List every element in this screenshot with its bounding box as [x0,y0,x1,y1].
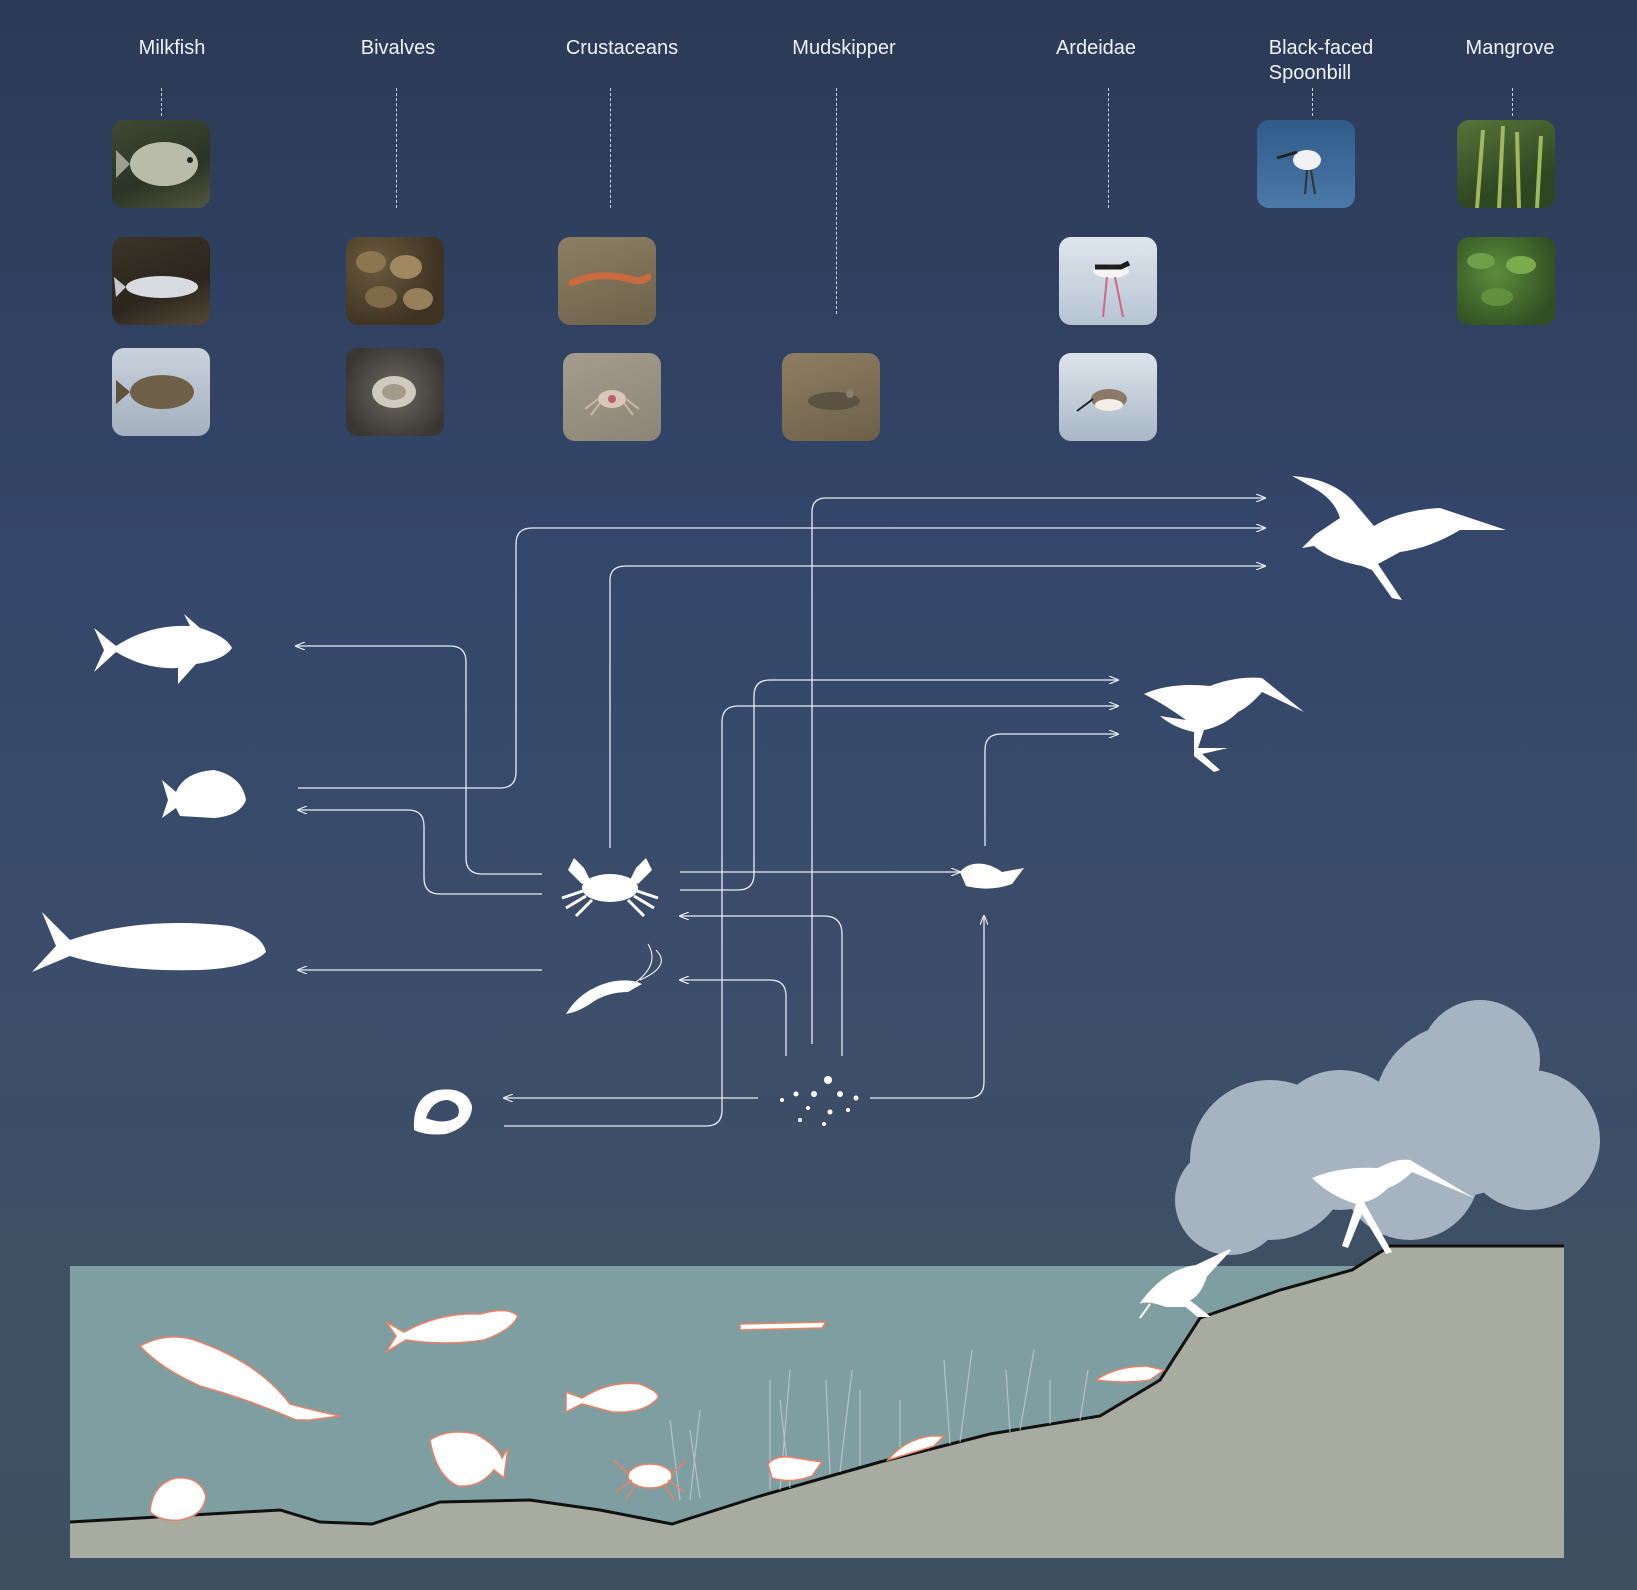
tilapia-silhouette-icon [162,770,246,818]
arrow-crab-to-spoonbill [610,566,1265,848]
arrow-detritus-to-crab [680,916,842,1056]
oyster-silhouette-icon [414,1089,472,1134]
arrow-detritus-to-shrimp [680,980,786,1056]
food-web-arrows [296,498,1265,1126]
arrow-tilapia-to-spoonbill [298,528,1265,788]
stilt-silhouette-icon [1144,678,1304,772]
tarpon-silhouette-icon [32,912,266,972]
arrow-detritus-to-mudskipper [870,916,984,1098]
milkfish-silhouette-icon [94,614,232,684]
crab-silhouette-icon [562,858,658,916]
shrimp-silhouette-icon [566,944,661,1014]
arrow-crab-to-milkfish [296,646,542,874]
arrow-mudskipper-to-stilt [985,734,1118,846]
mangrove-canopy [1175,1000,1600,1255]
habitat-cross-section [70,1000,1600,1558]
arrow-detritus-to-spoonbill [812,498,1265,1044]
spoonbill-silhouette-icon [1292,476,1506,600]
mudskipper-silhouette-icon [960,864,1024,889]
needlefish-outline [740,1322,826,1330]
arrow-crab-to-stilt [680,680,1118,890]
arrow-crab-to-tilapia [298,810,542,894]
detritus-icon [780,1076,859,1126]
